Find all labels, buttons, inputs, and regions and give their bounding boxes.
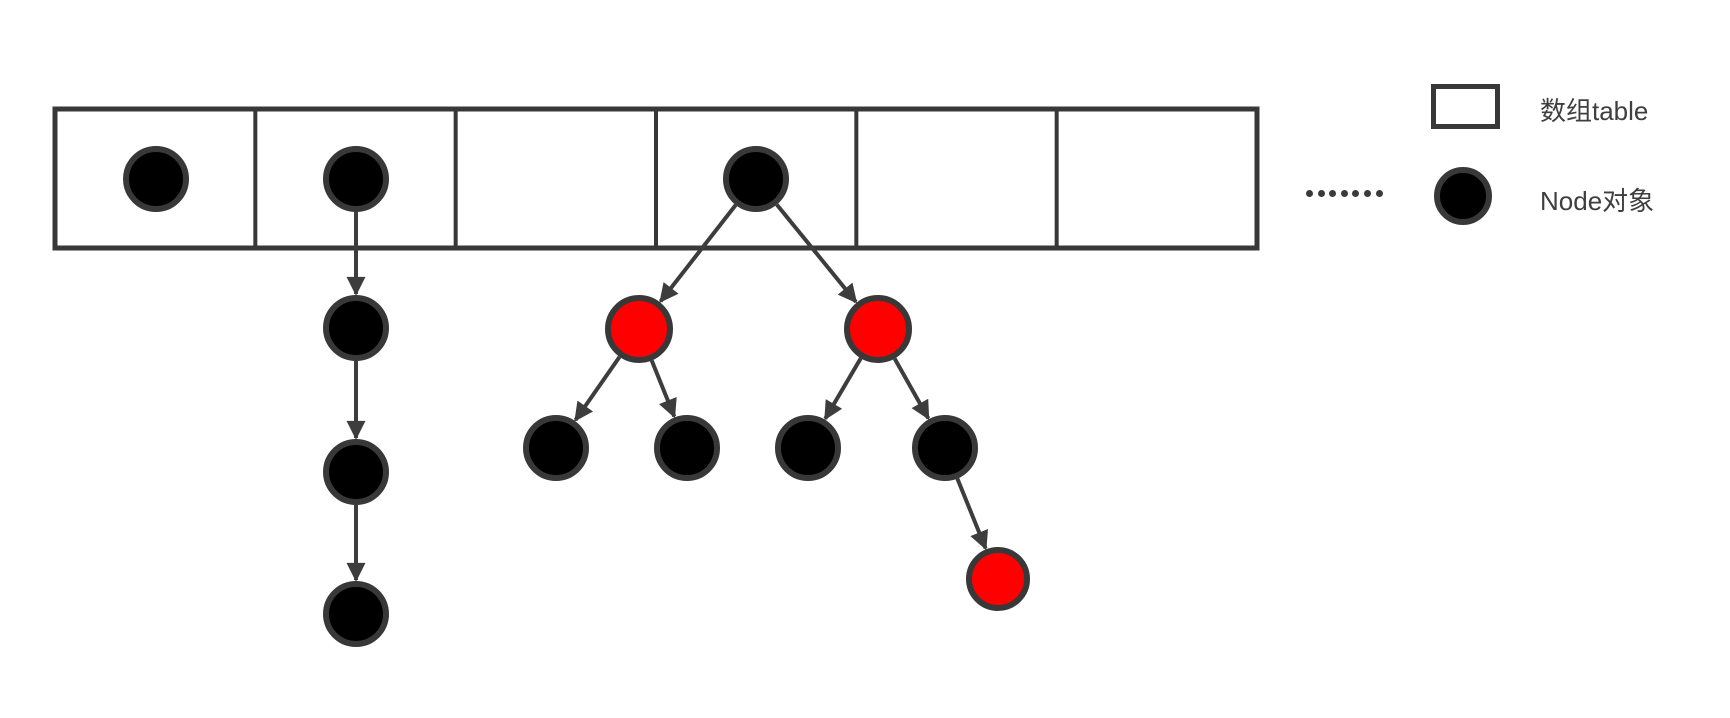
edge-tree-red-left-to-tree-black-2 [649,359,677,419]
edge-tree-red-right-to-tree-black-4 [892,357,931,421]
legend-array-swatch [1431,84,1500,129]
edge-array-node-3-to-tree-red-right [775,203,858,304]
tree-black-1 [523,415,589,481]
edge-tree-black-4-to-tree-red-leaf [955,477,989,551]
ellipsis-dot [1375,190,1383,197]
legend-array-label: 数组table [1540,96,1649,126]
tree-black-2 [654,415,720,481]
ellipsis-dot [1317,190,1325,197]
edge-tree-red-left-to-tree-black-1 [573,355,622,422]
tree-red-leaf [966,547,1030,611]
ellipsis-dots [1306,190,1383,197]
ellipsis-dot [1306,190,1313,197]
edge-array-node-3-to-tree-red-left [658,203,738,303]
array-node-0 [123,146,189,212]
list-node-2 [323,439,389,505]
ellipsis-dot [1329,190,1337,197]
legend-node-label: Node对象 [1540,186,1655,216]
edge-tree-red-right-to-tree-black-3 [823,357,863,421]
ellipsis-dot [1340,190,1348,197]
list-node-1 [323,295,389,361]
list-node-3 [323,581,389,647]
tree-black-3 [775,415,841,481]
array-node-3 [723,146,789,212]
tree-red-right [844,295,912,363]
ellipsis-dot [1363,190,1371,197]
ellipsis-dot [1352,190,1360,197]
tree-black-4 [912,415,978,481]
array-node-1 [323,146,389,212]
legend-node-swatch [1434,167,1492,225]
tree-red-left [605,295,673,363]
